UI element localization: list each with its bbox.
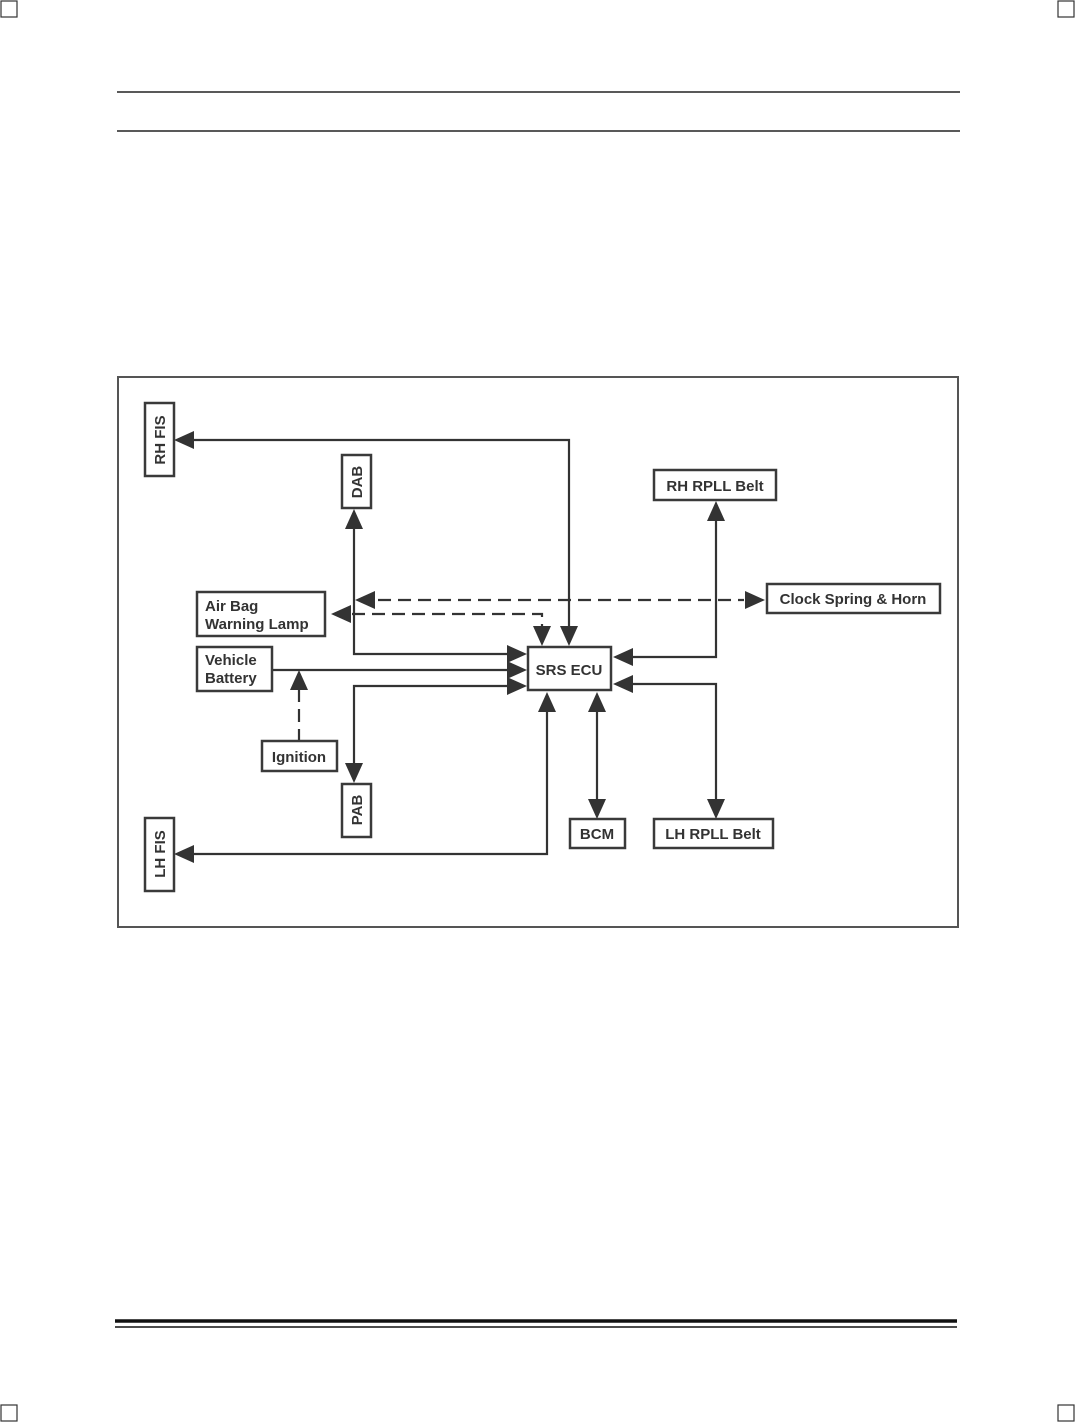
node-label: RH FIS (152, 415, 169, 464)
node-srs-ecu: SRS ECU (526, 645, 613, 692)
arrowhead (345, 763, 363, 783)
node-label: PAB (349, 795, 366, 826)
arrowhead (745, 591, 765, 609)
node-label-line2: Battery (205, 670, 257, 687)
node-label: LH RPLL Belt (665, 826, 761, 843)
arrowheads (174, 431, 765, 863)
link-dab (352, 526, 512, 656)
arrowhead (174, 431, 194, 449)
node-lh-fis: LH FIS (143, 816, 176, 893)
arrowhead (613, 675, 633, 693)
node-label: LH FIS (152, 830, 169, 878)
arrowhead (533, 626, 551, 646)
node-label-line1: Vehicle (205, 652, 257, 669)
connections (190, 438, 744, 856)
arrowhead (290, 670, 308, 690)
node-label: BCM (580, 826, 614, 843)
link-rh-fis (190, 438, 571, 630)
arrowhead (174, 845, 194, 863)
arrowhead (507, 661, 527, 679)
node-label: Clock Spring & Horn (780, 591, 927, 608)
link-rh-rpll (632, 516, 718, 659)
node-label: Ignition (272, 749, 326, 766)
node-ignition: Ignition (260, 739, 339, 773)
node-lh-rpll-belt: LH RPLL Belt (652, 817, 775, 850)
arrowhead (613, 648, 633, 666)
arrowhead (355, 591, 375, 609)
arrowhead (707, 799, 725, 819)
node-label: SRS ECU (536, 662, 603, 679)
arrowhead (345, 509, 363, 529)
link-lamp-dashed (352, 612, 544, 630)
arrowhead (588, 799, 606, 819)
arrowhead (588, 692, 606, 712)
node-airbag-warning-lamp: Air Bag Warning Lamp (195, 590, 327, 638)
node-label: DAB (349, 466, 366, 499)
arrowhead (707, 501, 725, 521)
link-lh-fis (190, 710, 549, 856)
arrowhead (507, 677, 527, 695)
node-label-line2: Warning Lamp (205, 616, 309, 633)
arrowhead (507, 645, 527, 663)
node-bcm: BCM (568, 817, 627, 850)
node-rh-rpll-belt: RH RPLL Belt (652, 468, 778, 502)
arrowhead (331, 605, 351, 623)
node-dab: DAB (340, 453, 373, 510)
arrowhead (560, 626, 578, 646)
node-clock-spring-horn: Clock Spring & Horn (765, 582, 942, 615)
node-rh-fis: RH FIS (143, 401, 176, 478)
node-label-line1: Air Bag (205, 598, 258, 615)
node-vehicle-battery: Vehicle Battery (195, 645, 274, 693)
node-label: RH RPLL Belt (666, 478, 763, 495)
arrowhead (538, 692, 556, 712)
node-pab: PAB (340, 782, 373, 839)
link-lh-rpll (632, 682, 718, 800)
link-pab (352, 684, 512, 768)
